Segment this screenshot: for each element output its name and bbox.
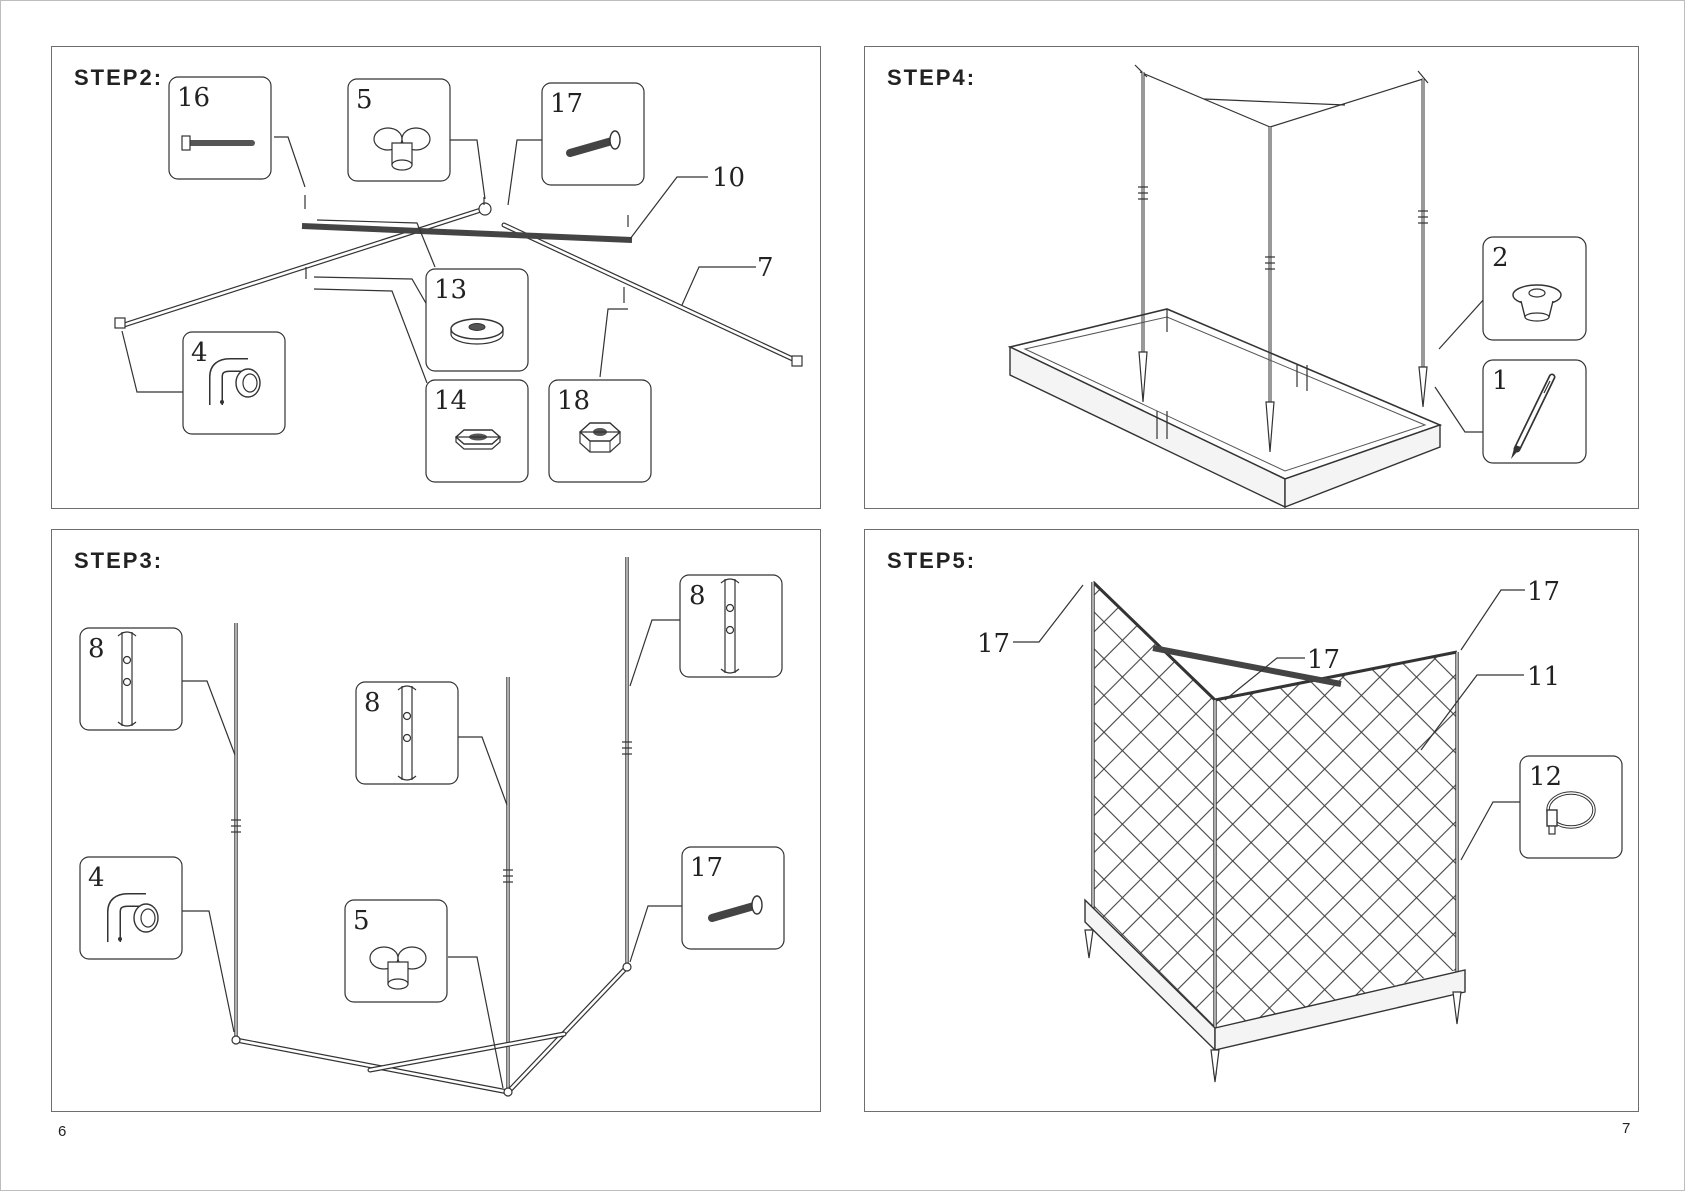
bolt-icon — [708, 895, 763, 922]
step3-title: STEP3: — [74, 548, 164, 573]
bolt-icon — [181, 135, 255, 151]
step4-title: STEP4: — [887, 65, 977, 90]
step2-callout-17: 17 — [541, 82, 645, 186]
pole-joint-icon — [720, 578, 740, 674]
three-way-connector-icon — [373, 127, 431, 171]
svg-text:12: 12 — [1529, 762, 1562, 792]
svg-text:8: 8 — [689, 581, 706, 611]
svg-text:4: 4 — [88, 863, 105, 893]
step2-callout-10: 10 — [712, 163, 745, 193]
step2-callout-7: 7 — [757, 253, 774, 283]
step5-title: STEP5: — [887, 548, 977, 573]
lock-washer-icon — [454, 429, 502, 450]
pole-joint-icon — [397, 685, 417, 781]
elbow-connector-icon — [209, 358, 261, 405]
step3-callout-5: 5 — [344, 899, 448, 1003]
step4-illustration: 2 1 — [1007, 64, 1587, 508]
step3-callout-8a: 8 — [79, 627, 183, 731]
step2-callout-13: 13 — [425, 268, 529, 372]
step5-panel: STEP5: — [864, 529, 1639, 1112]
step2-leaders — [121, 136, 756, 393]
step3-callout-8c: 8 — [679, 574, 783, 678]
step2-callout-16: 16 — [168, 76, 272, 180]
svg-text:18: 18 — [557, 386, 590, 416]
svg-text:17: 17 — [690, 853, 723, 883]
step3-leaders — [182, 619, 682, 1089]
svg-text:13: 13 — [434, 275, 467, 305]
step5-callout-12: 12 — [1519, 755, 1623, 859]
step3-callout-8b: 8 — [355, 681, 459, 785]
step4-panel: STEP4: — [864, 46, 1639, 509]
step3-illustration: 8 8 8 4 — [79, 557, 785, 1097]
cap-icon — [1512, 284, 1562, 322]
step3-panel: STEP3: — [51, 529, 821, 1112]
svg-text:14: 14 — [434, 386, 467, 416]
step2-frame — [114, 195, 803, 367]
elbow-connector-icon — [107, 893, 159, 942]
step4-frame — [1007, 64, 1443, 508]
three-way-connector-icon — [369, 946, 427, 990]
pole-joint-icon — [117, 631, 137, 727]
clip-ring-icon — [1546, 791, 1596, 835]
step5-callout-17a: 17 — [977, 629, 1010, 659]
step2-panel: STEP2: — [51, 46, 821, 509]
bolt-icon — [566, 130, 621, 157]
hex-nut-icon — [578, 422, 622, 453]
svg-text:10: 10 — [712, 163, 745, 193]
svg-text:5: 5 — [353, 906, 370, 936]
step5-illustration: 17 17 17 11 12 — [977, 577, 1623, 1083]
svg-text:1: 1 — [1492, 366, 1509, 396]
step5-callout-11: 11 — [1527, 662, 1560, 692]
flat-washer-icon — [450, 318, 504, 345]
step2-callout-4: 4 — [182, 331, 286, 435]
step5-callout-17c: 17 — [1307, 645, 1340, 675]
page-number-left: 6 — [58, 1123, 67, 1140]
step5-callout-17b: 17 — [1527, 577, 1560, 607]
svg-text:4: 4 — [191, 338, 208, 368]
svg-text:8: 8 — [364, 688, 381, 718]
svg-text:8: 8 — [88, 634, 105, 664]
svg-text:17: 17 — [550, 89, 583, 119]
svg-text:5: 5 — [356, 85, 373, 115]
step4-callout-2: 2 — [1482, 236, 1587, 341]
step2-callout-14: 14 — [425, 379, 529, 483]
step5-structure — [1084, 580, 1466, 1083]
page-number-right: 7 — [1622, 1120, 1631, 1137]
step5-leaders — [1013, 584, 1525, 861]
ground-stake-icon — [1511, 373, 1556, 459]
step3-callout-4: 4 — [79, 856, 183, 960]
step2-illustration: 16 5 17 10 — [114, 76, 803, 483]
step3-callout-17: 17 — [681, 846, 785, 950]
step2-callout-5: 5 — [347, 78, 451, 182]
step3-frame — [231, 557, 632, 1097]
svg-text:7: 7 — [757, 253, 774, 283]
step4-callout-1: 1 — [1482, 359, 1587, 464]
svg-text:16: 16 — [177, 83, 210, 113]
svg-text:2: 2 — [1492, 243, 1509, 273]
step2-callout-18: 18 — [548, 379, 652, 483]
step2-title: STEP2: — [74, 65, 164, 90]
